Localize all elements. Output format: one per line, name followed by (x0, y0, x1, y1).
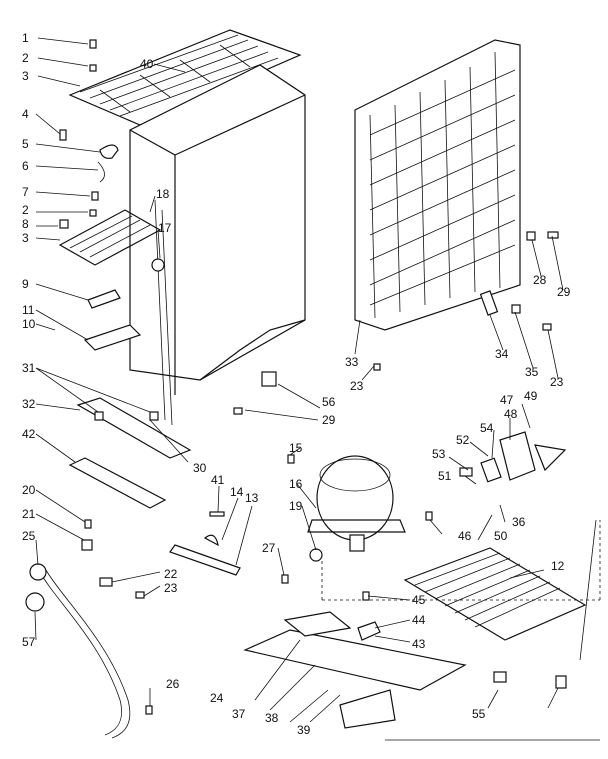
callout: 18 (156, 187, 170, 201)
callout: 9 (22, 277, 29, 291)
callout: 24 (210, 691, 224, 705)
callout: 17 (158, 221, 172, 235)
callout: 48 (504, 407, 518, 421)
callout: 45 (412, 593, 426, 607)
callout: 16 (289, 477, 303, 491)
callout: 56 (322, 395, 336, 409)
callout: 2 (22, 51, 29, 65)
lower-evaporator-coil (58, 209, 162, 266)
callout: 38 (265, 711, 279, 725)
relay-assembly (459, 431, 567, 483)
callout: 28 (533, 273, 547, 287)
callout: 19 (289, 499, 303, 513)
callout: 46 (458, 529, 472, 543)
callout: 8 (22, 217, 29, 231)
cabinet-liner (129, 64, 306, 426)
callout: 39 (297, 723, 311, 737)
callout: 27 (262, 541, 276, 555)
callout: 50 (494, 529, 508, 543)
callout: 57 (22, 635, 36, 649)
small-parts (59, 39, 567, 715)
callout: 5 (22, 137, 29, 151)
condenser-grille (354, 39, 521, 331)
callout: 4 (22, 107, 29, 121)
callout: 53 (432, 447, 446, 461)
callout: 21 (22, 507, 36, 521)
callout: 3 (22, 69, 29, 83)
callout: 15 (289, 441, 303, 455)
callout: 44 (412, 613, 426, 627)
callout: 29 (557, 285, 571, 299)
base-plate (243, 611, 467, 729)
callout: 30 (193, 461, 207, 475)
callout: 47 (500, 393, 514, 407)
callout: 12 (551, 559, 565, 573)
callout: 41 (211, 473, 225, 487)
callout: 22 (164, 567, 178, 581)
callout: 25 (22, 529, 36, 543)
bottom-condenser-coil (403, 547, 587, 641)
callout: 1 (22, 31, 29, 45)
callout: 2 (22, 203, 29, 217)
callout: 32 (22, 397, 36, 411)
callout: 54 (480, 421, 494, 435)
callout: 40 (140, 57, 154, 71)
callout: 11 (22, 303, 35, 317)
callout: 7 (22, 185, 29, 199)
callout: 34 (495, 347, 509, 361)
callout: 51 (438, 469, 452, 483)
callout: 42 (22, 427, 36, 441)
callout: 3 (22, 231, 29, 245)
callout: 31 (22, 361, 36, 375)
callout: 49 (524, 389, 538, 403)
callout: 10 (22, 317, 36, 331)
power-cord (25, 563, 131, 739)
top-evaporator-coil (68, 29, 302, 126)
callout: 55 (472, 707, 486, 721)
callout: 13 (245, 491, 259, 505)
callout: 14 (230, 485, 244, 499)
leader-lines (34, 37, 601, 741)
callout-labels: 1 2 3 40 4 5 6 7 2 8 3 18 17 9 11 10 31 … (22, 31, 571, 737)
callout: 23 (350, 379, 364, 393)
callout: 29 (322, 413, 336, 427)
callout: 52 (456, 433, 470, 447)
callout: 35 (525, 365, 539, 379)
callout: 33 (345, 355, 359, 369)
callout: 26 (166, 677, 180, 691)
callout: 37 (232, 707, 246, 721)
callout: 36 (512, 515, 526, 529)
callout: 20 (22, 483, 36, 497)
compressor (307, 455, 406, 552)
callout: 23 (550, 375, 564, 389)
callout: 6 (22, 159, 29, 173)
trays (68, 324, 192, 509)
callout: 43 (412, 637, 426, 651)
callout: 23 (164, 581, 178, 595)
